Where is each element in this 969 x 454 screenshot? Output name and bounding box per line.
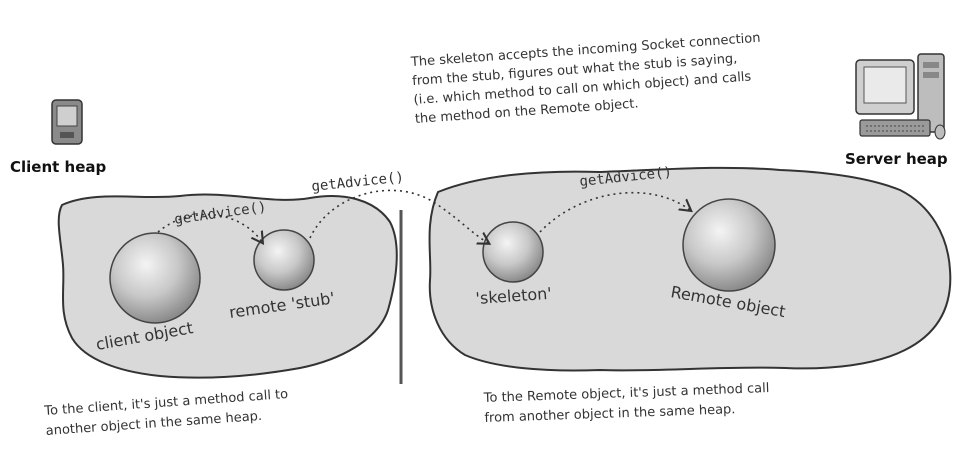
client-note: To the client, it's just a method call t… [43, 387, 289, 439]
client-to-stub-arrow [157, 213, 262, 242]
client-heap-label: Client heap [10, 158, 107, 176]
handheld-device-icon [51, 99, 83, 145]
skeleton-note: The skeleton accepts the incoming Socket… [409, 31, 760, 127]
network-call-label: getAdvice() [311, 169, 405, 195]
server-note: To the Remote object, it's just a method… [483, 381, 770, 426]
stub-to-skeleton-arrow [309, 189, 488, 243]
skeleton-to-remote-arrow [539, 191, 690, 233]
client-object-sphere [109, 232, 201, 324]
server-heap-label: Server heap [845, 150, 948, 168]
svg-text:from another object in the sam: from another object in the same heap. [484, 402, 735, 426]
stub-sphere [253, 229, 315, 291]
skeleton-sphere [482, 221, 544, 283]
desktop-computer-icon [855, 53, 946, 140]
remote-object-sphere [682, 198, 776, 292]
